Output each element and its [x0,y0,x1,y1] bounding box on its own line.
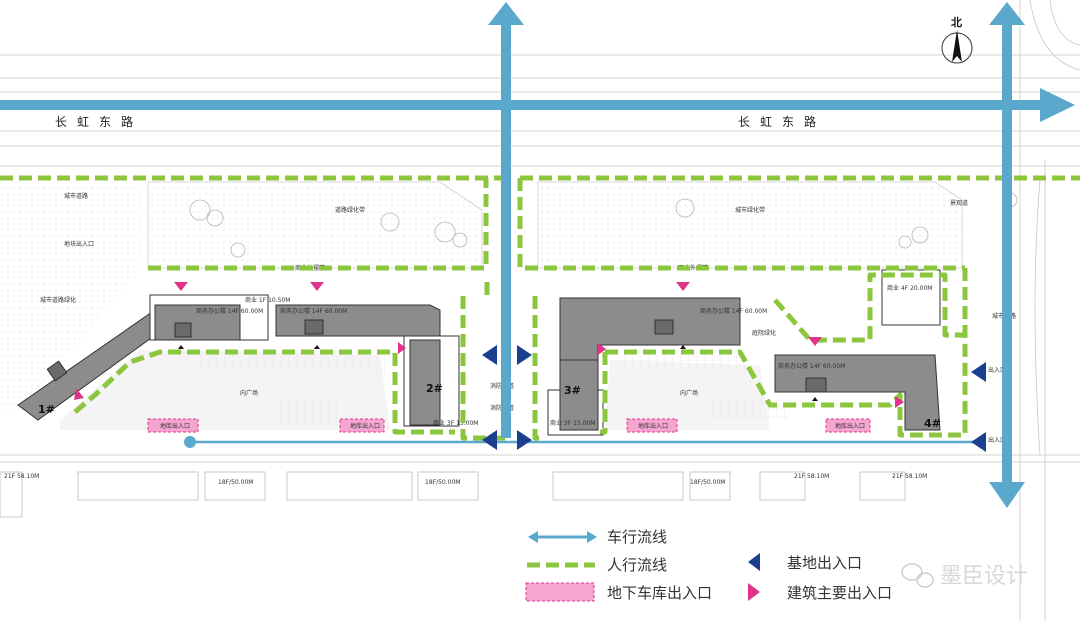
label-green-belt-left: 道路绿化带 [335,206,365,214]
watermark: 墨臣设计 [901,563,1028,589]
label-b1-tag: 商务办公楼 14F 60.00M [196,307,263,315]
label-b2-tag: 商务办公楼 14F 60.00M [280,307,347,315]
legend-pedestrian-flow: 人行流线 [527,556,667,574]
label-b3-tag-2: 商业 3F 15.00M [550,419,595,427]
legend-building-entrance: 建筑主要出入口 [748,583,892,602]
building-entrance-icon [74,388,84,400]
residential-outlines [0,471,906,518]
pedestrian-flow [0,175,1080,441]
label-plaza-right: 内广场 [680,389,698,397]
label-b1-tag-2: 商业 1F 10.50M [245,296,290,304]
legend-site-entrance: 基地出入口 [748,553,862,572]
building-entrance-icon [174,282,188,291]
magenta-triangle-icon [748,583,760,601]
building-number-1: 1# [38,403,55,416]
svg-text:地库出入口: 地库出入口 [835,422,865,430]
svg-text:地库出入口: 地库出入口 [638,422,668,430]
svg-text:地库出入口: 地库出入口 [350,422,380,430]
label-left-edge-2: 地块出入口 [64,240,94,248]
label-green-belt-right: 城市绿化带 [735,206,765,214]
label-res-3: 18F/50.00M [425,479,460,486]
site-entrance-icon [482,345,497,365]
garage-entrances: 地库出入口 地库出入口 地库出入口 地库出入口 [147,418,871,433]
label-left-edge-3: 城市道路绿化 [40,296,76,304]
garage-entrance-2 [339,418,385,433]
building-4-podium [881,269,941,326]
label-plaza-left: 内广场 [240,389,258,397]
site-hatch [0,181,963,430]
site-entrance-icon [517,345,532,365]
label-res-1: 21F 58.10M [4,473,39,480]
svg-text:地库出入口: 地库出入口 [160,422,190,430]
legend-garage-entrance: 地下车库出入口 [525,582,712,602]
building-entrance-icon [398,342,406,354]
label-left-edge-1: 城市道路 [64,192,88,200]
door-marks [178,345,818,401]
building-entrance-icon [310,282,324,291]
building-number-2: 2# [426,382,443,395]
garage-entrance-4 [825,418,871,433]
garage-entrance-1 [147,418,199,433]
building-entrances [74,282,904,408]
garage-entrance-3 [626,418,678,433]
building-entrance-icon [895,396,904,408]
building-4 [774,354,941,431]
label-b4-tag: 商务办公楼 14F 60.00M [778,362,845,370]
vehicle-flow [0,2,1075,508]
navy-triangle-icon [748,553,760,571]
site-entrance-icon [971,432,986,452]
label-greening-right: 庭院绿化 [752,329,776,337]
building-entrance-icon [676,282,690,291]
building-entrance-icon [598,343,606,355]
site-entrance-icon [482,430,497,450]
north-arrow-icon: 北 [941,15,973,64]
road-name-right: 长虹东路 [738,114,826,129]
legend-vehicle-flow: 车行流线 [528,528,667,546]
svg-text:墨臣设计: 墨臣设计 [940,564,1028,589]
building-number-3: 3# [564,384,581,397]
label-right-edge-1: 出入口 [988,366,1006,374]
label-b3-tag: 商务办公楼 14F 60.00M [700,307,767,315]
label-res-5: 21F 58.10M [794,473,829,480]
label-res-4: 18F/50.00M [690,479,725,486]
wechat-icon [901,563,934,588]
legend: 车行流线 人行流线 地下车库出入口 基地出入口 建筑主要出入口 [525,528,892,602]
site-entrance-icon [517,430,532,450]
label-res-6: 21F 58.10M [892,473,927,480]
label-right-edge-2: 出入口 [988,436,1006,444]
svg-text:车行流线: 车行流线 [607,528,667,546]
label-top-right: 景观道 [950,199,968,207]
building-entrance-icon [808,337,822,346]
svg-text:地下车库出入口: 地下车库出入口 [607,584,712,602]
label-b2-tag-2: 商业 3F 15.00M [433,419,478,427]
svg-text:基地出入口: 基地出入口 [787,554,862,572]
road-name-left: 长虹东路 [55,114,143,129]
label-res-2: 18F/50.00M [218,479,253,486]
north-label: 北 [951,15,962,29]
building-number-4: 4# [924,417,941,430]
svg-text:人行流线: 人行流线 [607,556,667,574]
label-b4-tag-2: 商业 4F 20.00M [887,284,932,292]
site-entrances [482,345,986,452]
site-entrance-icon [971,362,986,382]
label-commercial-strip-right: 商业外摆带 [678,264,708,272]
svg-text:建筑主要出入口: 建筑主要出入口 [787,584,892,602]
